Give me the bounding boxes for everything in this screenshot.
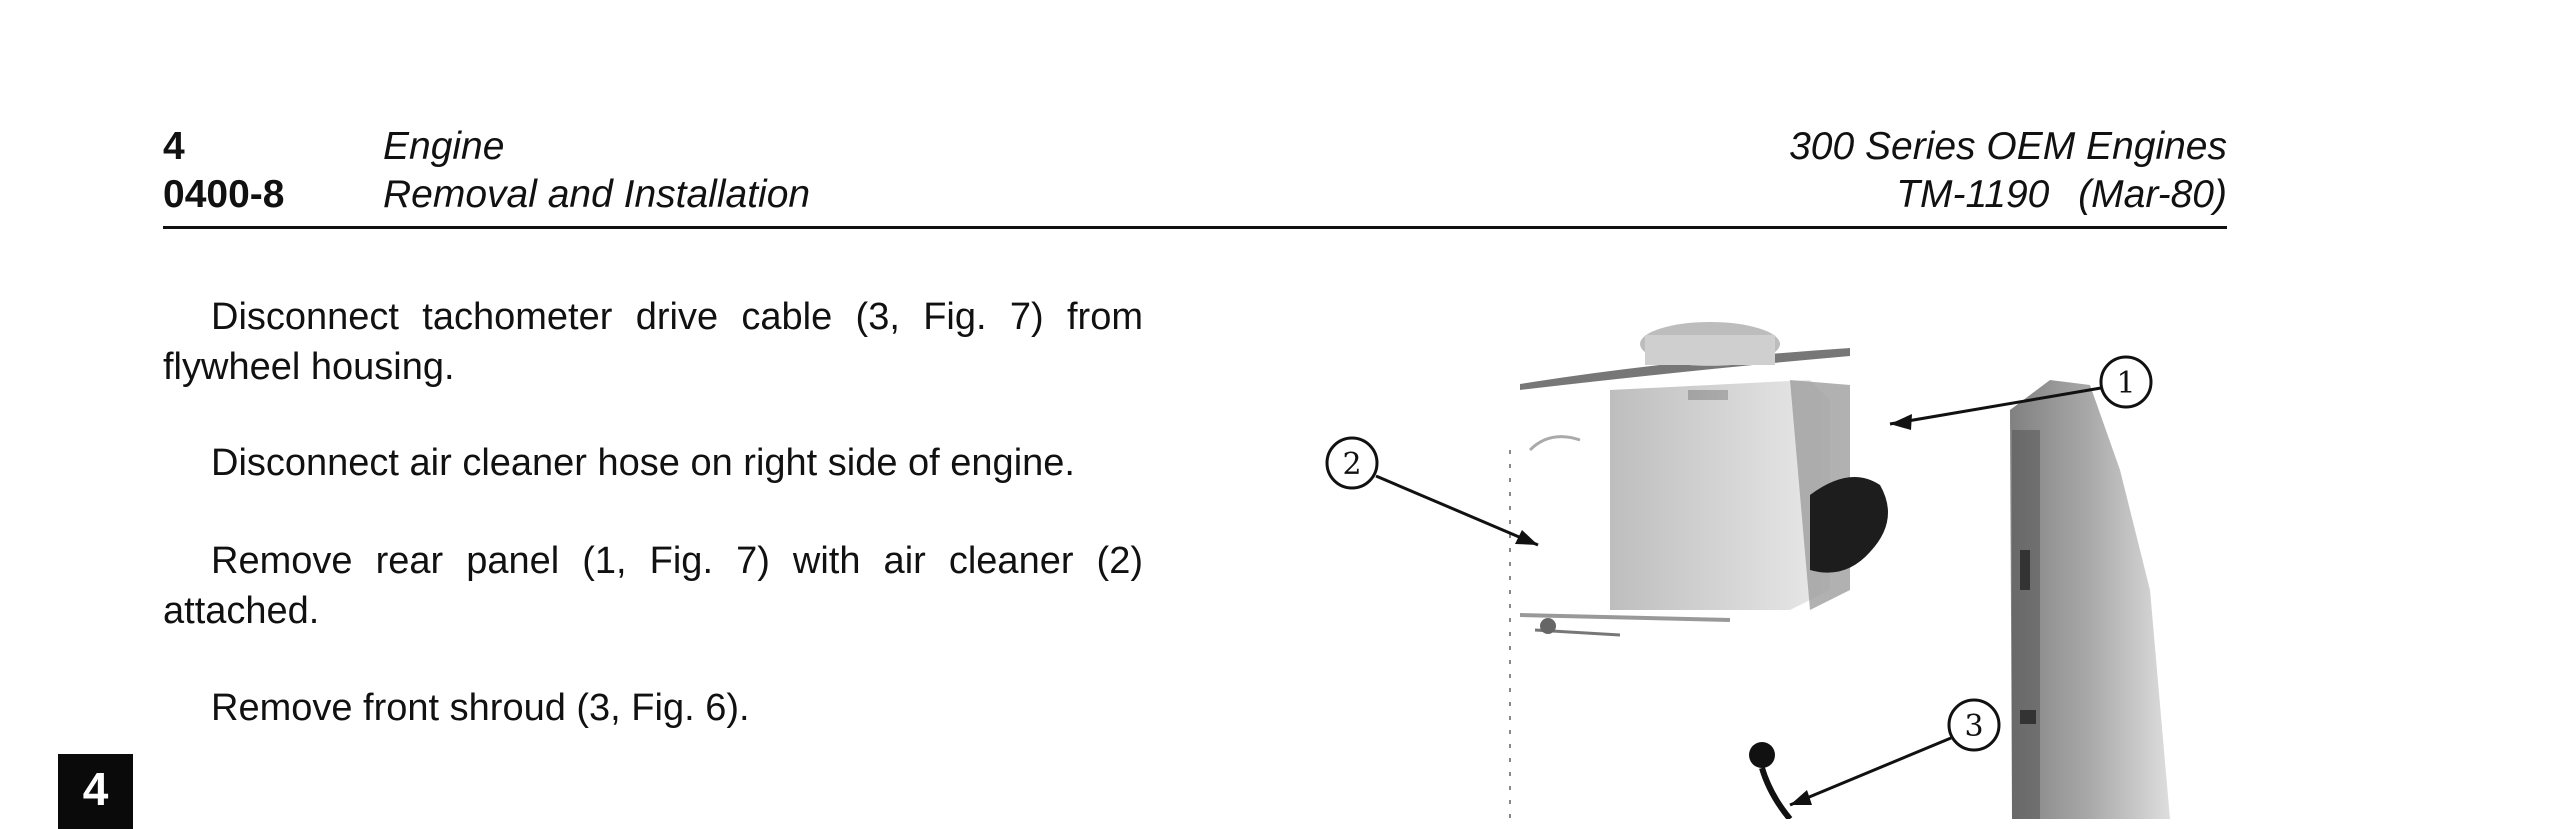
callout-2: 2 xyxy=(1325,436,1539,547)
callout-3: 3 xyxy=(1789,698,2001,807)
svg-text:1: 1 xyxy=(2116,366,2135,401)
manual-title: 300 Series OEM Engines xyxy=(1789,125,2227,168)
svg-text:2: 2 xyxy=(1342,447,1361,482)
engine-photo xyxy=(1509,322,2170,819)
header-rule xyxy=(163,226,2227,229)
callout-1: 1 xyxy=(1889,355,2153,430)
section-tab: 4 xyxy=(58,754,133,829)
section-number: 4 xyxy=(163,125,185,168)
instruction-paragraph: Disconnect air cleaner hose on right sid… xyxy=(211,442,1075,484)
instruction-paragraph: Disconnect tachometer drive cable (3, Fi… xyxy=(163,296,1143,388)
svg-text:3: 3 xyxy=(1964,709,1983,744)
manual-tm-number: TM-1190 (Mar-80) xyxy=(1896,173,2227,216)
instruction-paragraph: Remove rear panel (1, Fig. 7) with air c… xyxy=(163,540,1143,632)
chapter-subtitle: Removal and Installation xyxy=(383,173,811,216)
instruction-paragraph: Remove front shroud (3, Fig. 6). xyxy=(211,687,750,729)
engine-photo-figure: 1 2 3 xyxy=(1325,322,2170,819)
page-number: 0400-8 xyxy=(163,173,285,216)
chapter-title: Engine xyxy=(383,125,505,168)
